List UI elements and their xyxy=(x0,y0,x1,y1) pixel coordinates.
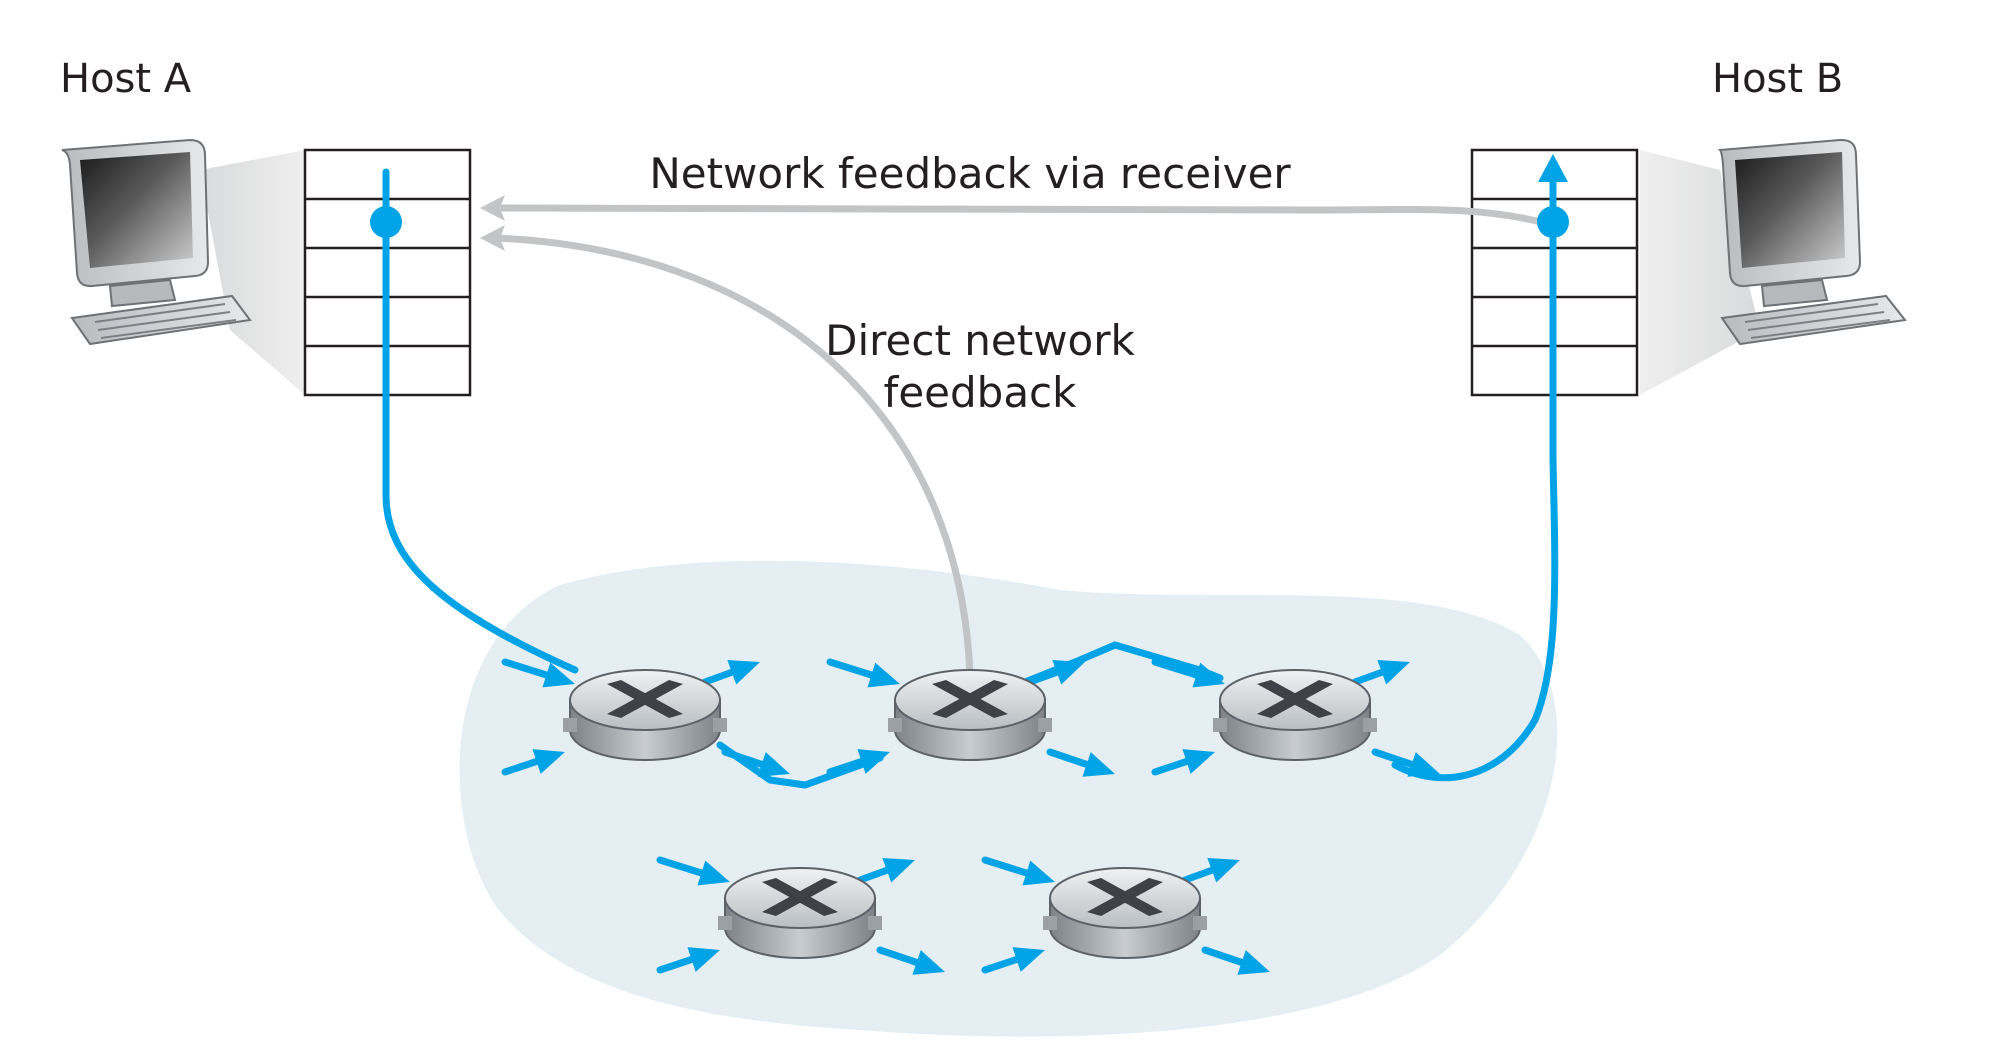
host-a-packet-dot xyxy=(370,206,402,238)
host-b-packet-dot xyxy=(1537,206,1569,238)
host-a-label: Host A xyxy=(60,56,192,102)
router-icon xyxy=(826,658,1115,777)
direct-network-feedback-label-line2: feedback xyxy=(884,368,1078,417)
feedback-arrows xyxy=(494,204,1554,676)
router-icon xyxy=(501,658,790,777)
network-feedback-via-receiver-arrow xyxy=(494,204,1554,229)
host-b-up-arrowhead xyxy=(1538,154,1568,182)
host-a-computer-icon xyxy=(61,138,305,395)
direct-feedback-arrowhead xyxy=(480,225,505,251)
router-icon xyxy=(656,856,945,975)
host-b-label: Host B xyxy=(1712,56,1843,102)
router-icon xyxy=(1151,658,1440,777)
network-feedback-via-receiver-label: Network feedback via receiver xyxy=(649,149,1291,198)
feedback-via-receiver-arrowhead xyxy=(480,195,505,221)
host-b-computer-icon xyxy=(1640,138,1907,395)
direct-network-feedback-arrow xyxy=(494,234,974,676)
router-icon xyxy=(981,856,1270,975)
direct-network-feedback-label-line1: Direct network xyxy=(825,316,1135,365)
